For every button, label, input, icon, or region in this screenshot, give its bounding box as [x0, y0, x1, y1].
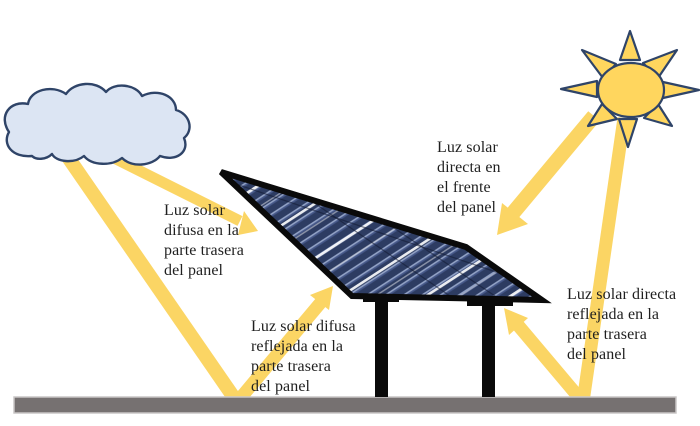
label-diffuse-reflected-back: Luz solar difusa reflejada en la parte t…	[251, 318, 356, 395]
direct-reflected-beam	[512, 319, 587, 406]
diffuse-reflected-arrowhead-icon	[310, 286, 333, 310]
panel-frame	[218, 169, 552, 304]
diffuse-light-beam-to-ground	[57, 146, 243, 406]
cloud-icon	[3, 82, 191, 166]
sun-icon	[559, 29, 700, 149]
direct-light-arrow-shaft	[507, 111, 600, 218]
diffuse-light-arrow-shaft	[99, 147, 243, 226]
panel-right-leg-post	[482, 302, 495, 397]
direct-light-arrowhead-icon	[497, 203, 528, 235]
label-diffuse-light-back: Luz solar difusa en la parte trasera del…	[164, 202, 244, 279]
label-direct-reflected-back: Luz solar directa reflejada en la parte …	[567, 286, 677, 363]
light-beams	[57, 111, 631, 406]
direct-reflected-arrowhead-icon	[504, 308, 528, 335]
solar-panel-icon	[218, 169, 552, 397]
label-direct-light-front: Luz solar directa en el frente del panel	[437, 139, 501, 216]
panel-surface-glint	[221, 172, 542, 300]
diffuse-light-arrowhead-icon	[238, 211, 258, 235]
diffuse-reflected-beam	[233, 296, 327, 406]
ground-icon	[13, 396, 677, 414]
panel-left-leg-post	[375, 298, 388, 397]
direct-light-beam-to-ground	[576, 117, 631, 403]
